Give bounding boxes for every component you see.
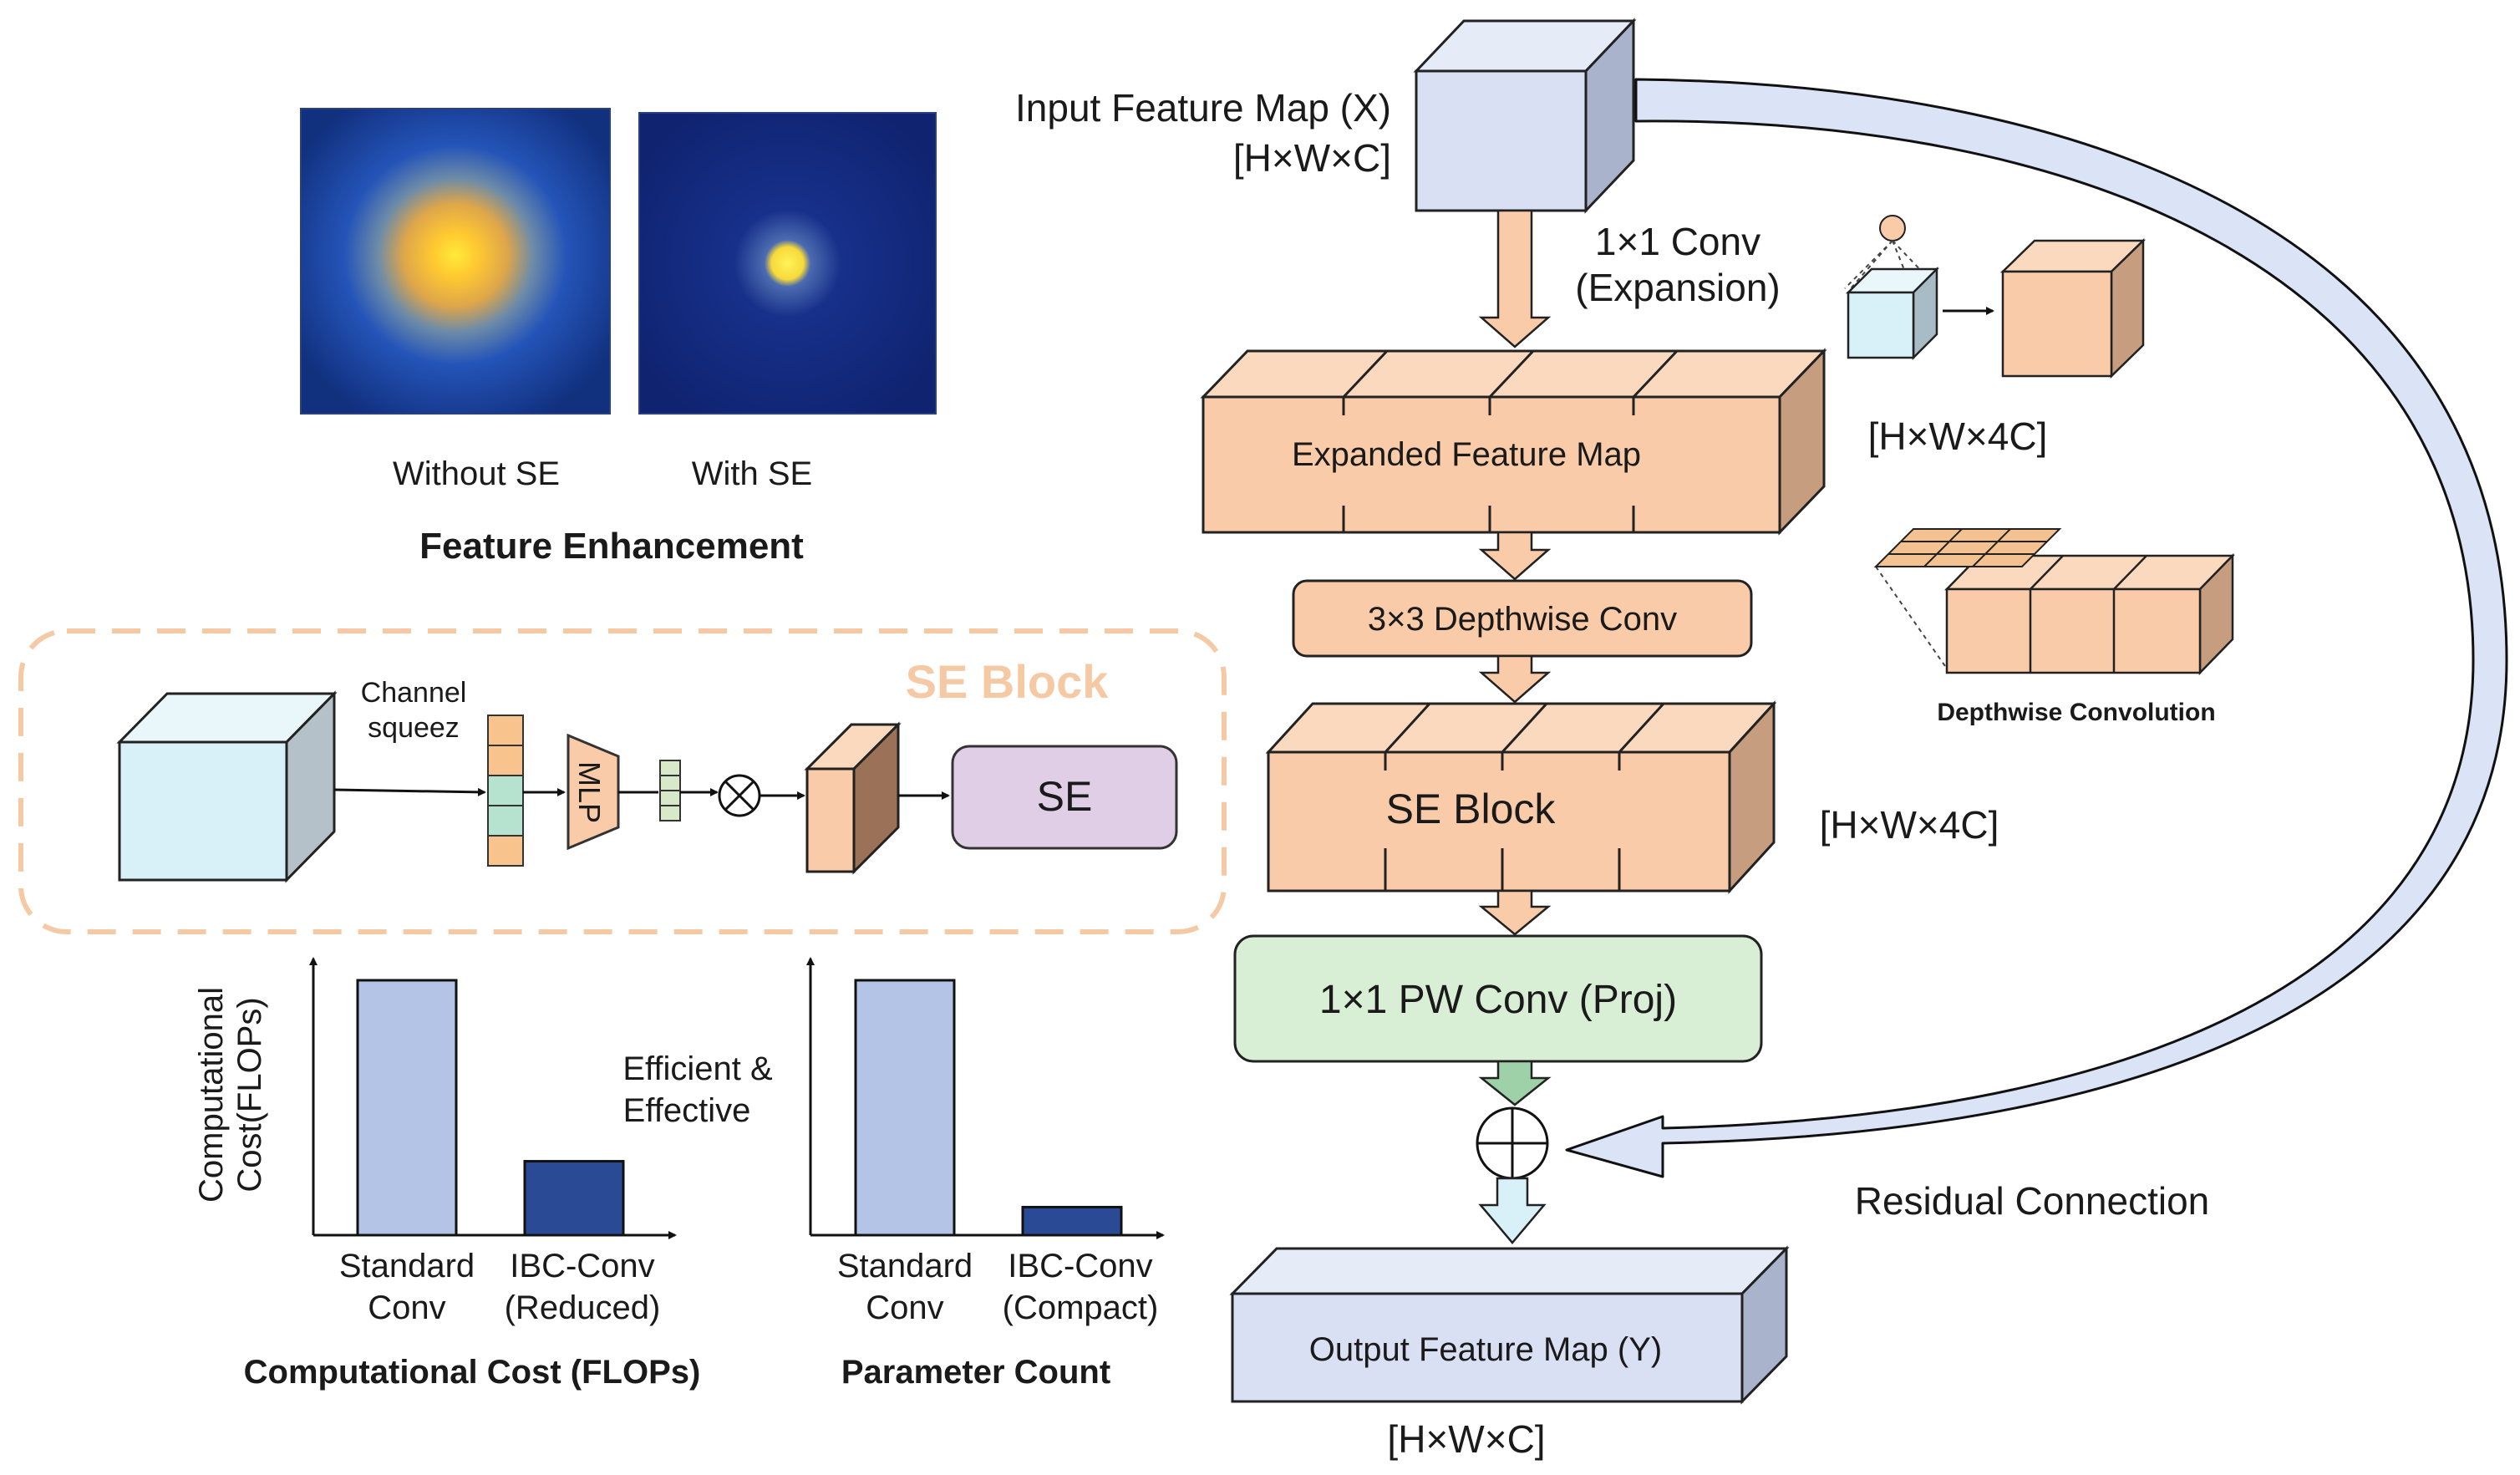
flops-ylabel-1: Computational (193, 987, 230, 1203)
params-bar-standard (854, 979, 956, 1237)
expansion-inset (1844, 215, 2147, 379)
output-label: Output Feature Map (Y) (1309, 1331, 1662, 1368)
arrow-to-depthwise (1478, 531, 1552, 581)
mlp-label: MLP (572, 761, 607, 823)
se-block-dims: [H×W×4C] (1820, 803, 1999, 847)
residual-connection-label: Residual Connection (1855, 1179, 2210, 1223)
output-feature-map-box (1229, 1245, 1790, 1405)
add-icon (1476, 1106, 1549, 1180)
depthwise-label: 3×3 Depthwise Conv (1368, 601, 1677, 638)
flops-category-label: Conv (368, 1289, 445, 1326)
excitation-vector (659, 760, 681, 821)
input-label: Input Feature Map (X) (1015, 86, 1391, 130)
expansion-label-2: (Expansion) (1575, 266, 1780, 309)
residual-connection-arrow (1565, 78, 2508, 1178)
se-block-panel: SE Block Channel squeez MLP (18, 628, 1227, 934)
mlp-block (566, 733, 620, 851)
heatmap-with-se (638, 112, 937, 415)
arrow-to-add (1478, 1060, 1552, 1106)
se-input-cube (116, 690, 338, 883)
flops-annotation-2: Effective (623, 1092, 751, 1129)
params-category-label: IBC-Conv (1008, 1248, 1152, 1284)
expanded-feature-map-box (1200, 348, 1827, 536)
arrow-to-output (1478, 1177, 1547, 1244)
se-output-box (951, 745, 1178, 850)
flops-caption: Computational Cost (FLOPs) (244, 1354, 701, 1391)
se-panel-title: SE Block (906, 655, 1110, 708)
depthwise-inset (1873, 528, 2235, 676)
depthwise-inset-label: Depthwise Convolution (1937, 699, 2215, 726)
flops-ylabel-2: Cost(FLOPs) (231, 997, 268, 1192)
heatmap-without-se (300, 108, 611, 415)
flops-category-label: IBC-Conv (510, 1248, 654, 1284)
se-block-label: SE Block (1386, 786, 1557, 832)
arrow-to-squeeze (333, 787, 486, 796)
se-block-box (1265, 700, 1777, 894)
scaled-feature-cube (804, 721, 902, 875)
input-dims: [H×W×C] (1233, 136, 1391, 180)
arrow-to-proj (1478, 889, 1552, 936)
params-category-label: (Compact) (1003, 1289, 1159, 1326)
output-dims: [H×W×C] (1387, 1417, 1545, 1461)
expansion-label-1: 1×1 Conv (1595, 220, 1760, 263)
channel-squeeze-label-2: squeez (368, 712, 460, 744)
flops-category-label: (Reduced) (505, 1289, 661, 1326)
arrow-to-se-block (1478, 654, 1552, 704)
expanded-label: Expanded Feature Map (1292, 436, 1641, 473)
channel-squeeze-label-1: Channel (361, 677, 467, 709)
se-output-label: SE (1037, 773, 1093, 820)
se-panel-border (18, 628, 1227, 934)
input-feature-cube (1413, 18, 1637, 214)
flops-category-label: Standard (339, 1248, 475, 1284)
params-caption: Parameter Count (841, 1354, 1110, 1391)
flops-annotation-1: Efficient & (622, 1050, 773, 1087)
multiply-icon (718, 774, 761, 817)
params-bar-ibc (1021, 1205, 1123, 1237)
feature-enhancement: Without SE With SE Feature Enhancement (300, 108, 937, 567)
with-se-label: With SE (692, 455, 812, 492)
flops-bar-ibc (523, 1160, 625, 1237)
arrow-expansion (1478, 209, 1552, 348)
expanded-dims: [H×W×4C] (1868, 415, 2048, 458)
params-category-label: Conv (866, 1289, 943, 1326)
feature-enhancement-title: Feature Enhancement (419, 526, 804, 567)
without-se-label: Without SE (393, 455, 560, 492)
squeeze-vector (487, 715, 524, 867)
proj-label: 1×1 PW Conv (Proj) (1319, 978, 1677, 1022)
flops-bar-standard (356, 979, 458, 1237)
params-category-label: Standard (837, 1248, 973, 1284)
